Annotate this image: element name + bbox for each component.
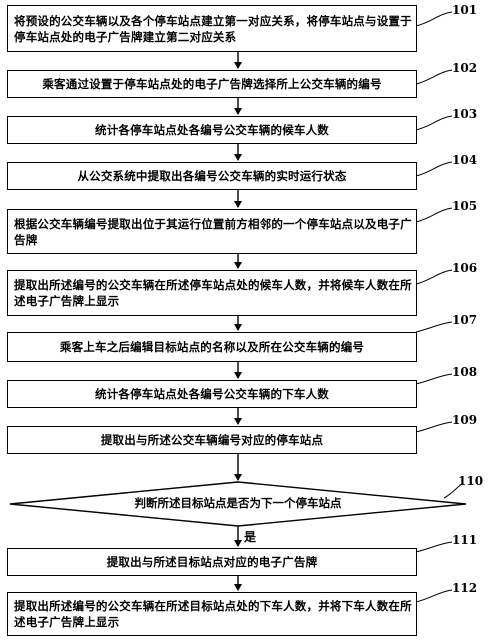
step-text-112: 提取出所述编号的公交车辆在所述目标站点处的下车人数，并将下车人数在所述电子广告牌… [14, 599, 412, 629]
step-box-102: 乘客通过设置于停车站点处的电子广告牌选择所上公交车辆的编号 [7, 70, 417, 98]
leader-106 [415, 269, 453, 285]
step-leader-lines [415, 11, 463, 603]
step-text-106: 提取出所述编号的公交车辆在所述停车站点处的候车人数，并将候车人数在所述电子广告牌… [14, 278, 412, 308]
step-text-105: 根据公交车辆编号提取出位于其运行位置前方相邻的一个停车站点以及电子广告牌 [14, 216, 412, 247]
step-box-109: 提取出与所述公交车辆编号对应的停车站点 [7, 426, 417, 454]
step-text-102: 乘客通过设置于停车站点处的电子广告牌选择所上公交车辆的编号 [42, 77, 382, 91]
leader-111 [415, 541, 453, 553]
step-text-109: 提取出与所述公交车辆编号对应的停车站点 [100, 433, 324, 447]
step-number-109: 109 [452, 413, 478, 427]
step-box-112: 提取出所述编号的公交车辆在所述目标站点处的下车人数，并将下车人数在所述电子广告牌… [7, 592, 417, 636]
step-text-111: 提取出与所述目标站点对应的电子广告牌 [106, 555, 318, 569]
step-box-104: 从公交系统中提取出各编号公交车辆的实时运行状态 [7, 162, 417, 190]
step-text-107: 乘客上车之后编辑目标站点的名称以及所在公交车辆的编号 [59, 340, 365, 354]
step-text-104: 从公交系统中提取出各编号公交车辆的实时运行状态 [77, 169, 347, 183]
step-number-106: 106 [452, 261, 478, 275]
step-number-105: 105 [452, 199, 478, 213]
step-box-105: 根据公交车辆编号提取出位于其运行位置前方相邻的一个停车站点以及电子广告牌 [7, 209, 417, 254]
step-number-110: 110 [458, 474, 484, 488]
decision-text-110: 判断所述目标站点是否为下一个停车站点 [134, 496, 342, 510]
step-box-108: 统计各停车站点处各编号公交车辆的下车人数 [7, 380, 417, 408]
leader-112 [415, 589, 453, 603]
step-number-103: 103 [452, 107, 478, 121]
step-number-112: 112 [452, 581, 478, 595]
yes-label: 是 [244, 530, 257, 544]
step-number-107: 107 [452, 313, 478, 327]
step-number-104: 104 [452, 153, 478, 167]
step-box-107: 乘客上车之后编辑目标站点的名称以及所在公交车辆的编号 [7, 332, 417, 362]
step-box-101: 将预设的公交车辆以及各个停车站点建立第一对应关系，将停车站点与设置于停车站点处的… [7, 5, 417, 52]
decision-diamond [9, 481, 467, 527]
step-box-106: 提取出所述编号的公交车辆在所述停车站点处的候车人数，并将候车人数在所述电子广告牌… [7, 270, 417, 316]
step-box-111: 提取出与所述目标站点对应的电子广告牌 [7, 548, 417, 576]
step-text-108: 统计各停车站点处各编号公交车辆的下车人数 [95, 387, 329, 401]
step-number-111: 111 [452, 533, 478, 547]
step-number-108: 108 [452, 365, 478, 379]
leader-101 [415, 11, 453, 27]
leader-105 [415, 207, 453, 223]
leader-104 [415, 161, 453, 177]
step-number-102: 102 [452, 61, 478, 75]
step-text-103: 统计各停车站点处各编号公交车辆的候车人数 [95, 123, 329, 137]
leader-110 [443, 483, 463, 499]
leader-103 [415, 115, 453, 131]
step-text-101: 将预设的公交车辆以及各个停车站点建立第一对应关系，将停车站点与设置于停车站点处的… [14, 13, 412, 44]
leader-108 [415, 373, 453, 385]
step-number-101: 101 [452, 3, 478, 17]
leader-107 [415, 321, 453, 333]
step-box-103: 统计各停车站点处各编号公交车辆的候车人数 [7, 116, 417, 144]
leader-102 [415, 69, 453, 85]
leader-109 [415, 421, 453, 433]
